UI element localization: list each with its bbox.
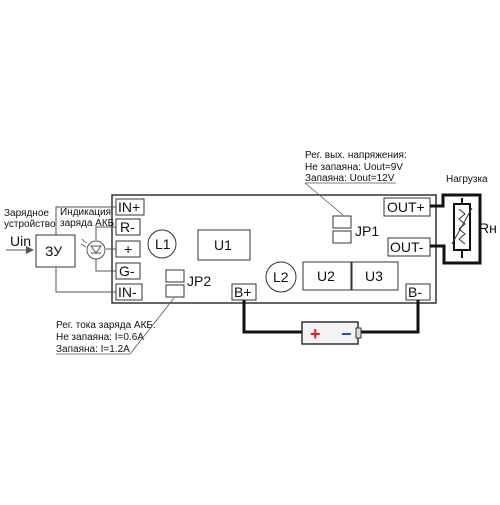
load-wire-out-minus xyxy=(430,244,482,265)
wire-r-minus xyxy=(95,226,116,240)
jumper-jp2-label: JP2 xyxy=(187,273,211,289)
chip-u2 xyxy=(302,261,352,291)
terminal-g-minus-label: G- xyxy=(119,263,135,279)
jp1-note-line1: Рег. вых. напряжения: xyxy=(305,150,407,161)
wire-g-minus xyxy=(95,259,116,272)
chip-u2-label: U2 xyxy=(317,268,335,284)
terminal-r-minus-label: R- xyxy=(120,219,135,235)
chip-u3-label: U3 xyxy=(365,268,383,284)
battery-minus-sign: − xyxy=(341,324,352,344)
jp2-note-line2: Не запаяна: I=0.6A xyxy=(56,332,144,343)
jp1-note-line2: Не запаяна: Uout=9V xyxy=(305,162,403,173)
battery-wire-plus xyxy=(242,300,302,334)
terminal-in-plus-label: IN+ xyxy=(118,199,140,215)
terminal-in-minus-label: IN- xyxy=(118,284,137,300)
jp1-note-line3: Запаяна: Uout=12V xyxy=(305,173,395,184)
inductor-l2-label: L2 xyxy=(273,269,289,285)
terminal-b-minus-label: B- xyxy=(408,284,422,300)
charger-caption-line2: устройство xyxy=(4,219,56,230)
resistor-adjust-arrow-icon xyxy=(451,207,473,245)
terminal-plus-label: + xyxy=(124,241,132,257)
terminal-out-plus-label: OUT+ xyxy=(387,199,425,215)
jumper-jp1 xyxy=(332,215,352,244)
inductor-l1-label: L1 xyxy=(155,236,171,252)
charger-input-label: Uin xyxy=(10,233,31,249)
battery-plus-sign: + xyxy=(310,324,321,344)
terminal-b-plus-label: B+ xyxy=(234,284,252,300)
jumper-jp1-label: JP1 xyxy=(355,223,379,239)
inductor-l2 xyxy=(265,261,297,293)
chip-u1 xyxy=(197,229,251,261)
chip-u1-label: U1 xyxy=(214,237,232,253)
wire-in-plus xyxy=(55,206,116,235)
charger-caption-line1: Зарядное xyxy=(4,208,49,219)
inductor-l1 xyxy=(147,229,177,259)
jp2-note-line3: Запаяна: I=1.2A xyxy=(56,344,130,355)
indicator-caption-line2: заряда АКБ xyxy=(60,218,115,229)
battery-wire-minus xyxy=(360,300,420,334)
charger-box-label: ЗУ xyxy=(45,243,62,259)
load-caption: Нагрузка xyxy=(446,174,488,185)
load-wire-out-plus xyxy=(430,193,482,248)
jp2-note-line1: Рег. тока заряда АКБ: xyxy=(56,320,156,331)
battery-icon xyxy=(301,321,362,345)
load-resistor-label: Rн xyxy=(479,220,497,236)
wire-in-minus xyxy=(55,267,116,293)
jp1-note-leader xyxy=(304,182,396,216)
arrow-right-icon xyxy=(26,246,34,254)
indicator-caption-line1: Индикация xyxy=(60,207,111,218)
jp2-note-leader xyxy=(56,297,175,355)
chip-u3 xyxy=(351,261,399,291)
terminal-out-minus-label: OUT- xyxy=(390,239,424,255)
led-icon xyxy=(80,238,106,260)
jumper-jp2 xyxy=(165,269,185,298)
